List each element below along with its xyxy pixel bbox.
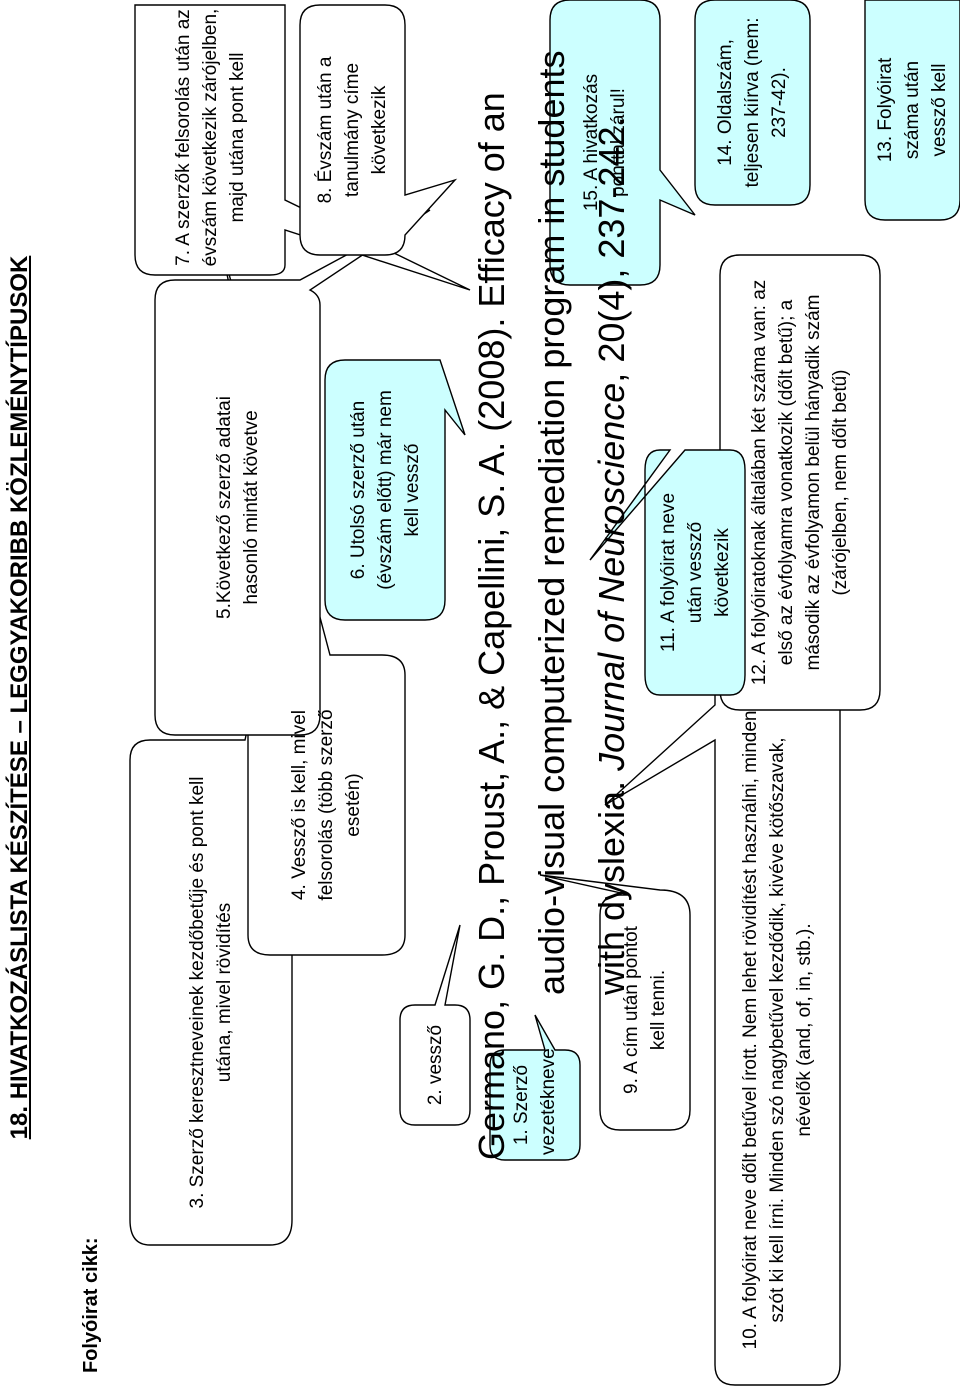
callout-5-text: 5.Következő szerző adatai hasonló mintát… [213,396,262,619]
callout-7-text: 7. A szerzők felsorolás után az évszám k… [172,8,248,267]
reference-tail: , 20(4), 237-242. [591,116,632,383]
callout-12-text: 12. A folyóiratoknak általában két száma… [749,279,851,686]
callout-14-text: 14. Oldalszám, teljesen kiírva (nem: 237… [715,17,790,188]
callout-11-bubble [589,449,746,696]
reference-line-2: audio-visual computerized remediation pr… [531,50,572,996]
reference-plain: with dyslexia. [591,770,632,995]
callout-5-bubble [154,209,431,736]
journal-name: Journal of Neuroscience [591,382,632,771]
callout-15-bubble [549,0,696,286]
reference-line-3: with dyslexia. Journal of Neuroscience, … [590,117,634,995]
callout-2-text: 2. vessző [424,1024,446,1106]
reference-line-1: Germano, G. D., Proust, A., & Capellini,… [471,92,512,1160]
callout-8-bubble [299,4,458,256]
callout-6-bubble [324,359,466,621]
callout-1-bubble [489,1014,581,1161]
callout-13-text: 13. Folyóirat száma után vessző kell [875,57,950,163]
callout-10-text: 10. A folyóirat neve dőlt betűvel írott.… [740,710,815,1350]
callout-6-text: 6. Utolsó szerző után (évszám előtt) már… [347,390,423,590]
callout-8-text: 8. Évszám után a tanulmány címe következ… [315,56,390,204]
callout-14-bubble [694,0,811,206]
callout-2-bubble [399,924,471,1126]
callout-9-bubble [539,874,691,1131]
callout-12-bubble [719,254,881,711]
